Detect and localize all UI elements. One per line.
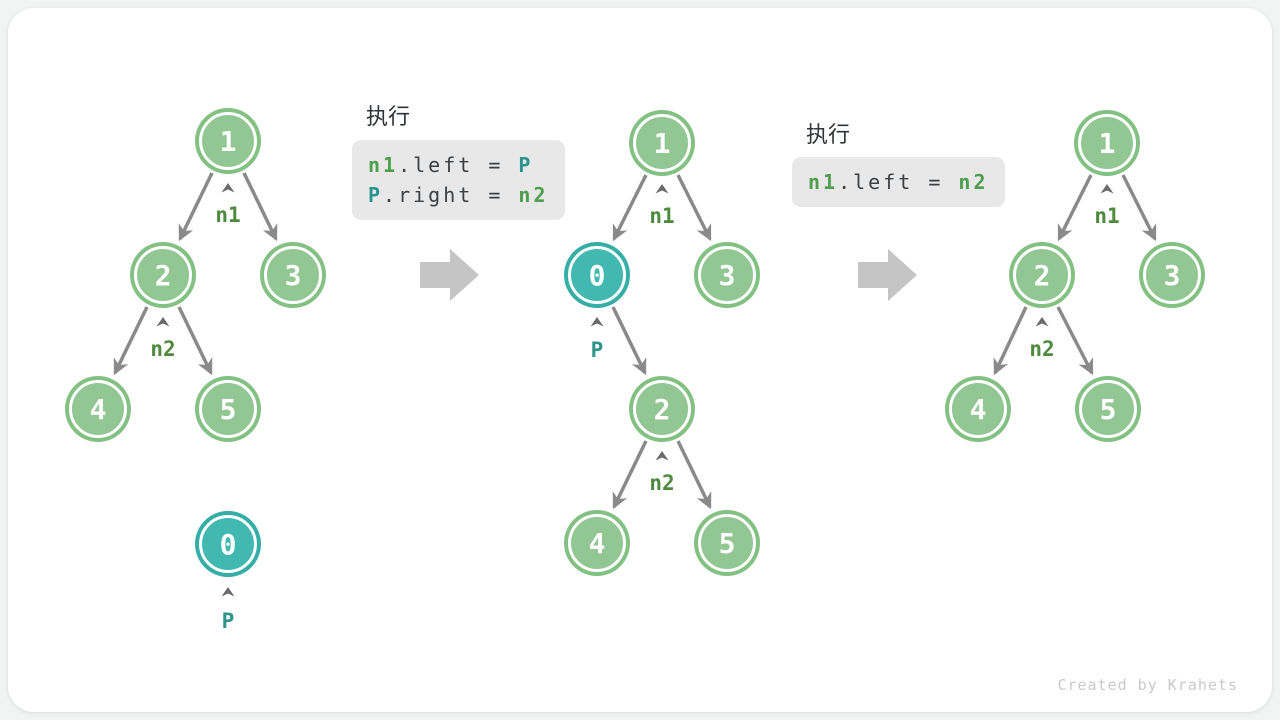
tree2-pointer-n2: n2 — [649, 471, 675, 495]
tree3-node-2: 2 — [1013, 246, 1071, 304]
tree2-node-1: 1 — [633, 114, 691, 172]
tree2-node-0-p: 0 — [568, 246, 626, 304]
code1-title: 执行 — [366, 105, 411, 130]
tree2-node-3: 3 — [698, 246, 756, 304]
code1-box: n1.left = P P.right = n2 — [352, 140, 565, 220]
tree1-pointer-n1: n1 — [215, 203, 241, 227]
tree3-node-1: 1 — [1078, 114, 1136, 172]
tree2-pointer-n1: n1 — [649, 204, 675, 228]
tree1-node-4: 4 — [69, 380, 127, 438]
code2-box: n1.left = n2 — [792, 157, 1005, 207]
tree3-node-3: 3 — [1143, 246, 1201, 304]
code2-title: 执行 — [806, 123, 851, 148]
code-token: n2 — [958, 170, 989, 194]
code-token: n1 — [808, 170, 839, 194]
tree1-pointer-p: P — [221, 609, 235, 633]
tree2-node-5: 5 — [698, 514, 756, 572]
tree1-node-3: 3 — [264, 246, 322, 304]
code1-line-2: P.right = n2 — [368, 180, 549, 210]
tree1-node-2: 2 — [134, 246, 192, 304]
watermark: Created by Krahets — [1057, 676, 1238, 694]
code-token: n1 — [368, 153, 399, 177]
code-token: P — [368, 183, 384, 207]
tree2-node-4: 4 — [568, 514, 626, 572]
tree2-node-2: 2 — [633, 380, 691, 438]
tree3-pointer-n2: n2 — [1029, 337, 1055, 361]
tree2-pointer-p: P — [590, 338, 604, 362]
code-token: n2 — [518, 183, 549, 207]
tree1-node-1: 1 — [199, 112, 257, 170]
tree1-node-5: 5 — [199, 380, 257, 438]
code2-line-1: n1.left = n2 — [808, 167, 989, 197]
code-token: P — [518, 153, 534, 177]
tree3-node-5: 5 — [1079, 380, 1137, 438]
code-token: .left = — [838, 170, 959, 194]
tree3-pointer-n1: n1 — [1094, 204, 1120, 228]
diagram-card — [8, 8, 1272, 712]
code-token: .left = — [398, 153, 519, 177]
tree3-node-4: 4 — [949, 380, 1007, 438]
code-token: .right = — [383, 183, 519, 207]
tree1-pointer-n2: n2 — [150, 337, 176, 361]
code1-line-1: n1.left = P — [368, 150, 549, 180]
tree1-node-0-p: 0 — [199, 515, 257, 573]
